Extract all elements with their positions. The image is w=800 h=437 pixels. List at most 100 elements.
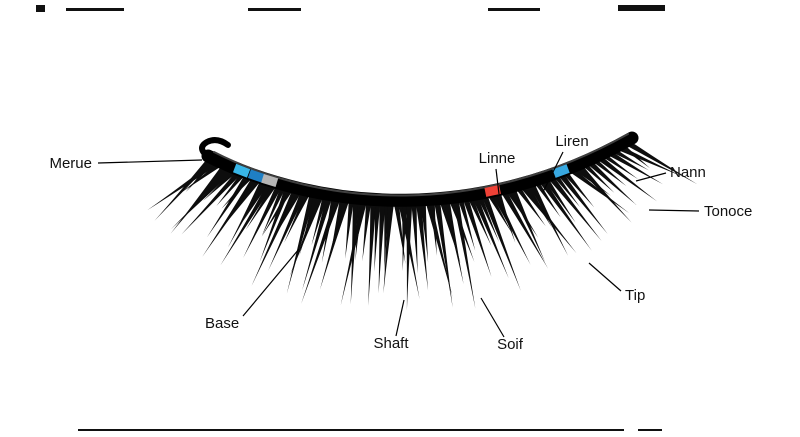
band-marker [484, 184, 501, 197]
lash-hair [284, 186, 313, 243]
label-base: Base [205, 315, 239, 332]
band-marker [247, 169, 266, 183]
label-linne: Linne [479, 150, 516, 167]
lash-hair [511, 181, 546, 227]
label-liren: Liren [555, 133, 588, 150]
lash-hair [540, 173, 576, 223]
lash-hair [289, 189, 326, 277]
lash-hair [419, 196, 429, 263]
lash-hair [374, 196, 381, 272]
band-marker [261, 173, 279, 188]
lash-hair [383, 197, 395, 294]
lash-hair [479, 189, 521, 291]
lash-hair [261, 183, 297, 237]
lash-hair [181, 166, 246, 235]
label-tonoce: Tonoce [704, 203, 752, 220]
lash-hair [340, 195, 369, 306]
lash-hair [350, 194, 360, 305]
lash-hair [558, 166, 595, 208]
lash-hair [451, 193, 476, 309]
watermark-fragment [66, 8, 124, 11]
leader-line [635, 172, 667, 182]
lash-hair [535, 174, 592, 251]
lash-hair [516, 180, 577, 254]
lash-hair [154, 153, 217, 221]
label-nann: Nann [670, 164, 706, 181]
part-labels: Merue Linne Liren Nann Tonoce Tip Base S… [49, 133, 752, 353]
band-curl [199, 137, 231, 162]
lash-hair [573, 160, 632, 223]
lash-hair [456, 192, 476, 251]
lash-hair [493, 186, 516, 243]
band-markers [232, 163, 570, 197]
lash-hair [530, 176, 561, 218]
leader-line [495, 168, 500, 195]
lash-hair [243, 179, 285, 258]
lash-hair [319, 193, 352, 290]
lash-hair [442, 194, 464, 285]
lash-hair [592, 152, 658, 202]
label-tip: Tip [625, 287, 645, 304]
leader-line [648, 209, 700, 212]
lash-hair [437, 194, 461, 264]
label-soif: Soif [497, 336, 524, 353]
band-marker [552, 164, 570, 178]
watermark-fragment [638, 429, 662, 431]
lash-hair [368, 196, 377, 306]
lash-hair [406, 197, 413, 311]
lash-hair [410, 196, 418, 274]
leader-line [542, 151, 564, 193]
lash-hair [526, 177, 569, 256]
label-shaft: Shaft [373, 335, 409, 352]
band-marker [232, 163, 251, 178]
lash-hair [302, 191, 334, 291]
lash-hair [563, 164, 630, 214]
lash-hair [243, 176, 273, 221]
lash-hair [401, 197, 408, 272]
label-merue: Merue [49, 155, 92, 172]
leader-line [97, 159, 203, 164]
leader-lines [97, 151, 700, 338]
lash-hair [601, 147, 663, 185]
lash-hair [460, 192, 492, 277]
lash-hair [220, 177, 277, 266]
lash-hair [196, 162, 235, 203]
lash-hairs [147, 137, 698, 311]
leader-line [480, 297, 505, 338]
watermark-fragment [36, 5, 45, 12]
band-highlight [213, 133, 629, 197]
watermark-fragment [78, 429, 624, 431]
lash-hair [554, 168, 608, 234]
lash-hair [245, 178, 281, 230]
lash-hair [507, 182, 546, 263]
lash-hair [521, 179, 553, 228]
lash-hair [225, 173, 265, 225]
lash-hair [415, 196, 429, 291]
lash-hair [433, 195, 453, 308]
watermark-fragments [36, 5, 665, 431]
leader-line [395, 299, 405, 337]
lash-hair [465, 191, 492, 246]
lash-hair [428, 195, 437, 256]
lash-hair [355, 195, 364, 261]
lash-hair [620, 137, 698, 185]
leader-line [242, 248, 300, 317]
lash-hair [544, 171, 602, 242]
lash-hair [378, 196, 386, 294]
lash-hair [384, 196, 390, 272]
lash-hair [180, 158, 227, 194]
lash-hair [221, 170, 257, 209]
lash-hair [474, 189, 500, 243]
lash-hair [582, 156, 637, 205]
lash-hair [202, 172, 261, 257]
watermark-fragment [618, 5, 665, 11]
lash-hair [301, 192, 343, 304]
watermark-fragment [248, 8, 301, 11]
lash-hair [261, 180, 289, 236]
lash-hair [171, 163, 239, 230]
lash-hair [469, 190, 509, 279]
lash-hair [483, 188, 513, 235]
lash-hair [424, 196, 453, 297]
